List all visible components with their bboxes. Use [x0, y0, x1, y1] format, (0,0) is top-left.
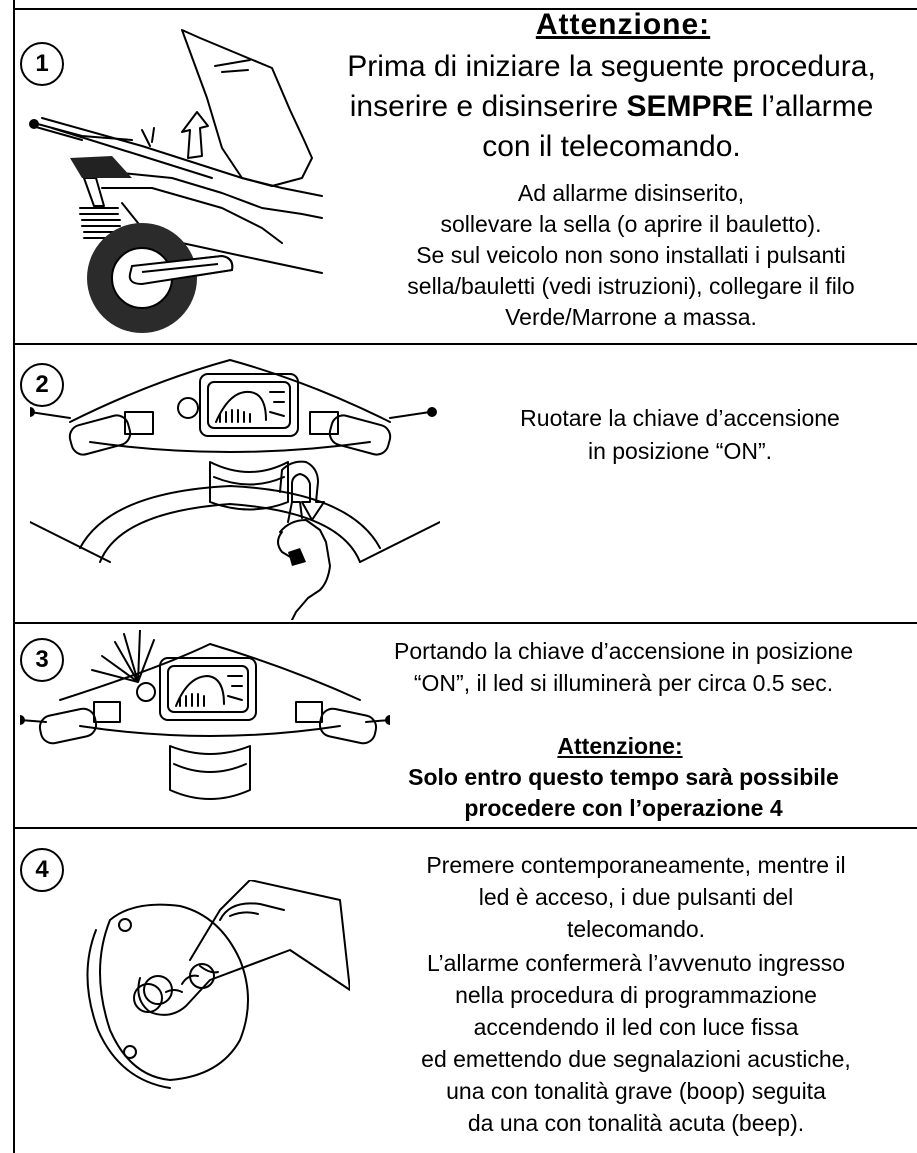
step-4-instruction-line2: led è acceso, i due pulsanti del	[478, 884, 794, 910]
step-1-instruction-line3: Se sul veicolo non sono installati i pul…	[416, 242, 846, 268]
step-1-warning-title: Attenzione:	[535, 8, 711, 41]
step-4-instruction-line4: L’allarme confermerà l’avvenuto ingresso	[426, 950, 846, 976]
step-2-instruction-line2: in posizione “ON”.	[587, 438, 773, 464]
step-4-instruction-line6: accendendo il led con luce fissa	[473, 1014, 799, 1040]
step-1-instruction-line1: Ad allarme disinserito,	[517, 180, 745, 206]
step-4-instruction-line3: telecomando.	[566, 916, 706, 942]
step-2-number: 2	[20, 363, 64, 407]
step-1-warning-line2-pre: inserire e disinserire	[349, 90, 627, 123]
step-2-instruction-line1: Ruotare la chiave d’accensione	[520, 405, 840, 431]
scooter-seat-illustration	[29, 29, 323, 333]
step-3-number: 3	[20, 638, 64, 682]
step-1-warning-line2: inserire e disinserire SEMPRE l’allarme	[306, 90, 917, 124]
step-1-instruction-line4: sella/bauletti (vedi istruzioni), colleg…	[407, 273, 855, 299]
step-1-instruction-line5: Verde/Marrone a massa.	[505, 304, 757, 330]
divider-3-4	[13, 827, 917, 829]
divider-2-3	[13, 622, 917, 624]
step-4-instruction-line5: nella procedura di programmazione	[455, 982, 817, 1008]
step-4-instruction-line7: ed emettendo due segnalazioni acustiche,	[421, 1046, 851, 1072]
divider-1-2	[13, 343, 917, 345]
step-1-warning-line1: Prima di iniziare la seguente procedura,	[347, 50, 876, 83]
handlebar-key-illustration	[30, 359, 440, 620]
page-frame	[13, 0, 917, 1153]
remote-control-illustration	[86, 880, 350, 1089]
step-4-number: 4	[20, 848, 64, 892]
step-3-warning-line2: procedere con l’operazione 4	[464, 795, 783, 821]
step-1-number: 1	[20, 42, 64, 86]
top-divider	[13, 8, 917, 10]
step-1-warning-line2-post: l’allarme	[753, 90, 874, 123]
step-1-warning-emphasis: SEMPRE	[626, 90, 754, 123]
step-4-instruction-line8: una con tonalità grave (boop) seguita	[446, 1078, 826, 1104]
handlebar-led-illustration	[20, 630, 390, 800]
step-4-instruction-line1: Premere contemporaneamente, mentre il	[426, 852, 846, 878]
step-3-instruction-line1: Portando la chiave d’accensione in posiz…	[393, 638, 854, 664]
step-4-instruction-line9: da una con tonalità acuta (beep).	[467, 1110, 805, 1136]
step-1-instruction-line2: sollevare la sella (o aprire il bauletto…	[440, 211, 822, 237]
step-3-instruction-line2: “ON”, il led si illuminerà per circa 0.5…	[413, 670, 834, 696]
step-3-warning-title: Attenzione:	[557, 733, 683, 759]
step-3-warning-line1: Solo entro questo tempo sarà possibile	[408, 764, 839, 790]
step-1-warning-line3: con il telecomando.	[482, 130, 741, 163]
